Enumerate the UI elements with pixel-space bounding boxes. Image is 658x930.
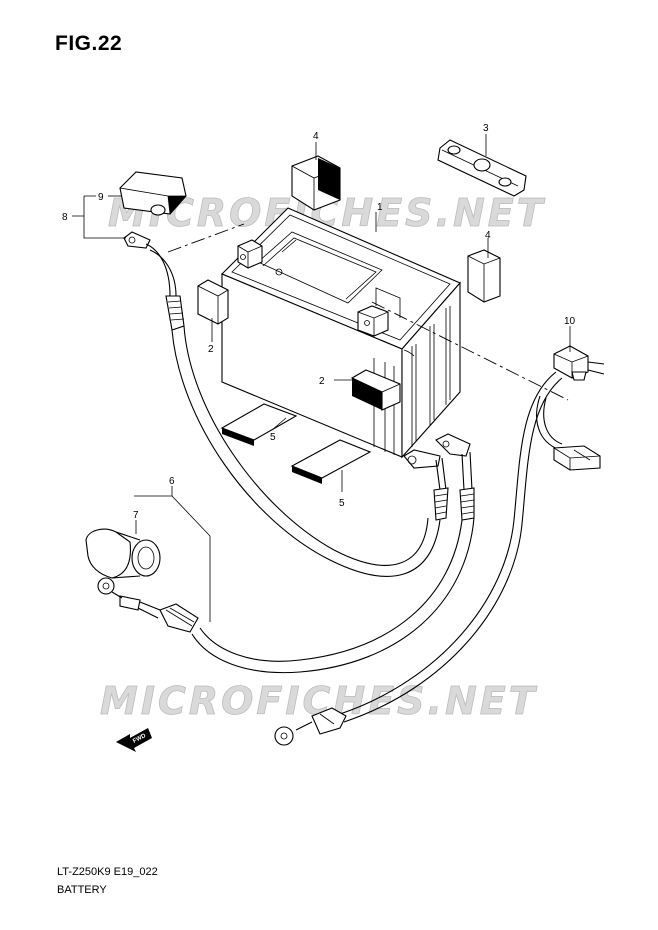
sub-harness-coupler[interactable] <box>536 395 601 471</box>
rubber-boot[interactable] <box>85 528 161 579</box>
fwd-arrow-icon: FWD <box>116 728 152 752</box>
battery-seat-pad-left[interactable] <box>220 403 298 446</box>
center-line-positive <box>371 301 569 401</box>
callout-1: 1 <box>377 202 383 213</box>
terminal-cap[interactable] <box>119 171 187 216</box>
leader-lines <box>72 134 571 622</box>
callout-10: 10 <box>564 316 576 327</box>
starter-cable[interactable] <box>97 433 475 674</box>
battery-pad-left[interactable] <box>197 279 229 325</box>
battery-cushion-upper[interactable] <box>291 155 341 211</box>
callout-5a: 5 <box>270 432 276 443</box>
callout-8: 8 <box>62 212 68 223</box>
positive-cable[interactable] <box>274 371 563 746</box>
battery[interactable] <box>221 207 461 459</box>
callout-4a: 4 <box>313 131 319 142</box>
section-name: BATTERY <box>57 884 107 896</box>
callout-2a: 2 <box>208 344 214 355</box>
callout-6: 6 <box>169 476 175 487</box>
figure-title: FIG.22 <box>55 32 123 55</box>
callout-7: 7 <box>133 510 139 521</box>
callout-9: 9 <box>98 192 104 203</box>
battery-holder-band[interactable] <box>437 139 527 197</box>
callout-2b: 2 <box>319 376 325 387</box>
center-line-negative <box>167 223 245 253</box>
battery-cushion-right[interactable] <box>467 249 501 303</box>
callout-4b: 4 <box>485 230 491 241</box>
negative-cable[interactable] <box>123 231 441 577</box>
callout-3: 3 <box>483 123 489 134</box>
model-code: LT-Z250K9 E19_022 <box>57 866 158 878</box>
battery-seat-pad-right[interactable] <box>290 439 372 484</box>
wire-clamp[interactable] <box>553 345 605 381</box>
battery-pad-front[interactable] <box>350 369 401 411</box>
callout-5b: 5 <box>339 498 345 509</box>
